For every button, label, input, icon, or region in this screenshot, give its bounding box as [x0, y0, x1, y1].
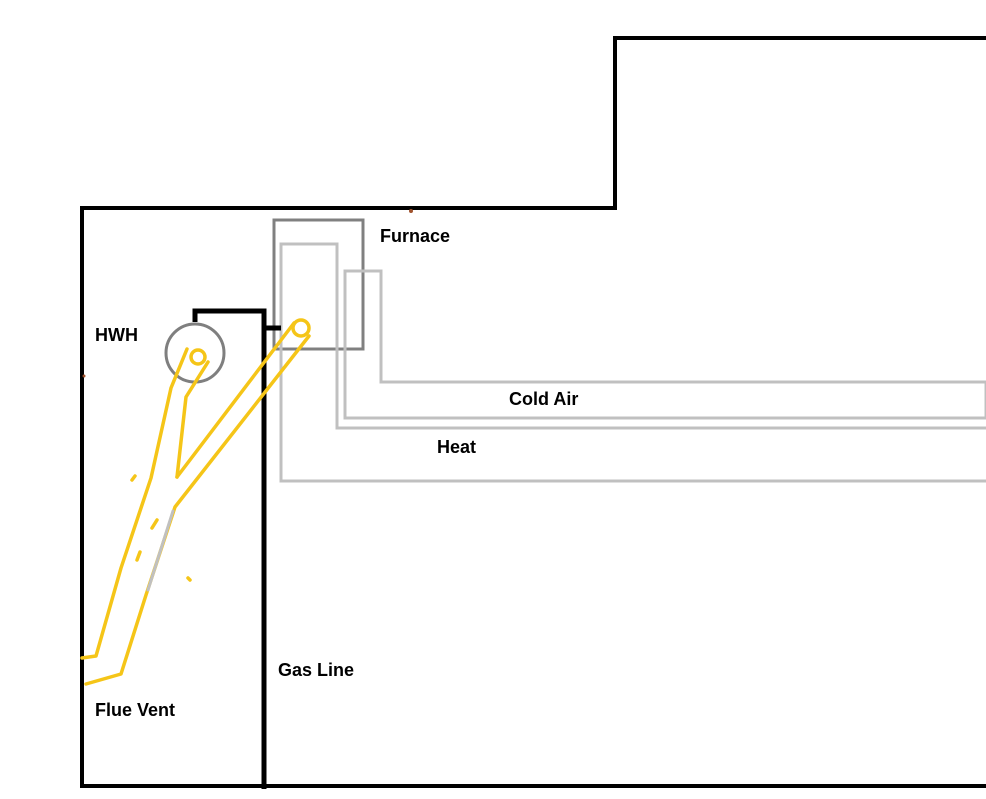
furnace-box [272, 218, 365, 351]
hwh-tank [164, 322, 226, 384]
furnace-label: Furnace [380, 226, 450, 246]
flue-sketch-mark [186, 576, 192, 582]
heat-label: Heat [437, 437, 476, 457]
flue-sketch-mark [130, 474, 137, 482]
cold-air-duct [343, 269, 986, 420]
room-wall-outline [80, 36, 986, 788]
flue-sketch-mark [150, 518, 159, 530]
gas-line [192, 308, 267, 789]
flue-sketch-mark [135, 550, 142, 562]
hwh-flue-cap [189, 348, 207, 366]
wall-mark [82, 374, 86, 378]
flue-vent-pipe [80, 318, 311, 686]
hwh-label: HWH [95, 325, 138, 345]
gas-line-label: Gas Line [278, 660, 354, 680]
hwh-flue-right [175, 360, 210, 479]
furnace-flue-lower [84, 334, 311, 686]
flue-vent-label: Flue Vent [95, 700, 175, 720]
cold-air-label: Cold Air [509, 389, 578, 409]
flue-gray-segment [146, 509, 175, 592]
furnace-flue-upper [175, 321, 296, 479]
heat-duct [279, 242, 986, 483]
hwh-flue-left [80, 347, 189, 660]
wall-mark [409, 209, 413, 213]
furnace-flue-cap [291, 318, 311, 338]
